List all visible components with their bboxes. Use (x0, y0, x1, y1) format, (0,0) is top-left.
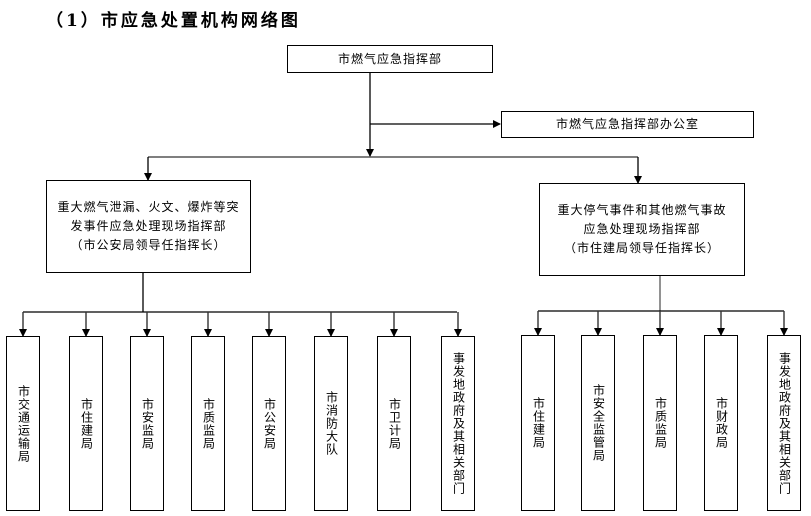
left-hq-box: 重大燃气泄漏、火文、爆炸等突 发事件应急处理现场指挥部 （市公安局领导任指挥长） (46, 180, 251, 273)
left-unit-box: 市交通运输局 (6, 336, 40, 511)
left-unit-label: 事发地政府及其相关部门 (451, 352, 466, 495)
right-unit-label: 市安全监管局 (591, 384, 606, 462)
left-unit-box: 市住建局 (69, 336, 103, 511)
left-hq-line1: 重大燃气泄漏、火文、爆炸等突 (57, 200, 240, 214)
right-hq-line3: （市住建局领导任指挥长） (563, 241, 720, 255)
right-unit-box: 市财政局 (704, 335, 738, 511)
left-unit-label: 市卫计局 (387, 397, 402, 450)
left-unit-box: 市质监局 (191, 336, 225, 511)
right-unit-label: 市财政局 (714, 397, 729, 449)
left-hq-line3: （市公安局领导任指挥长） (70, 238, 227, 252)
diagram-title: （1）市应急处置机构网络图 (46, 11, 301, 31)
left-unit-label: 市安监局 (140, 397, 155, 450)
right-hq-box: 重大停气事件和其他燃气事故 应急处理现场指挥部 （市住建局领导任指挥长） (539, 183, 745, 276)
right-unit-box: 市质监局 (643, 335, 677, 511)
right-unit-box: 事发地政府及其相关部门 (767, 335, 801, 511)
right-unit-box: 市安全监管局 (581, 335, 615, 511)
left-unit-label: 市质监局 (201, 397, 216, 450)
left-unit-box: 市安监局 (130, 336, 164, 511)
left-unit-box: 事发地政府及其相关部门 (441, 336, 475, 511)
right-unit-box: 市住建局 (521, 335, 555, 511)
left-unit-box: 市卫计局 (377, 336, 411, 511)
right-unit-label: 事发地政府及其相关部门 (777, 351, 792, 495)
root-command-box: 市燃气应急指挥部 (287, 45, 493, 73)
office-box: 市燃气应急指挥部办公室 (501, 111, 754, 138)
left-hq-line2: 发事件应急处理现场指挥部 (70, 219, 227, 233)
right-unit-label: 市住建局 (531, 397, 546, 449)
left-unit-label: 市住建局 (79, 397, 94, 450)
right-unit-label: 市质监局 (653, 397, 668, 449)
right-hq-line1: 重大停气事件和其他燃气事故 (557, 203, 727, 217)
office-label: 市燃气应急指挥部办公室 (555, 117, 699, 131)
left-unit-label: 市交通运输局 (16, 384, 31, 463)
root-command-label: 市燃气应急指挥部 (337, 51, 442, 66)
left-unit-label: 市消防大队 (324, 391, 339, 456)
left-unit-box: 市公安局 (252, 336, 286, 511)
left-unit-label: 市公安局 (262, 397, 277, 450)
left-unit-box: 市消防大队 (314, 336, 348, 511)
right-hq-line2: 应急处理现场指挥部 (583, 222, 701, 236)
